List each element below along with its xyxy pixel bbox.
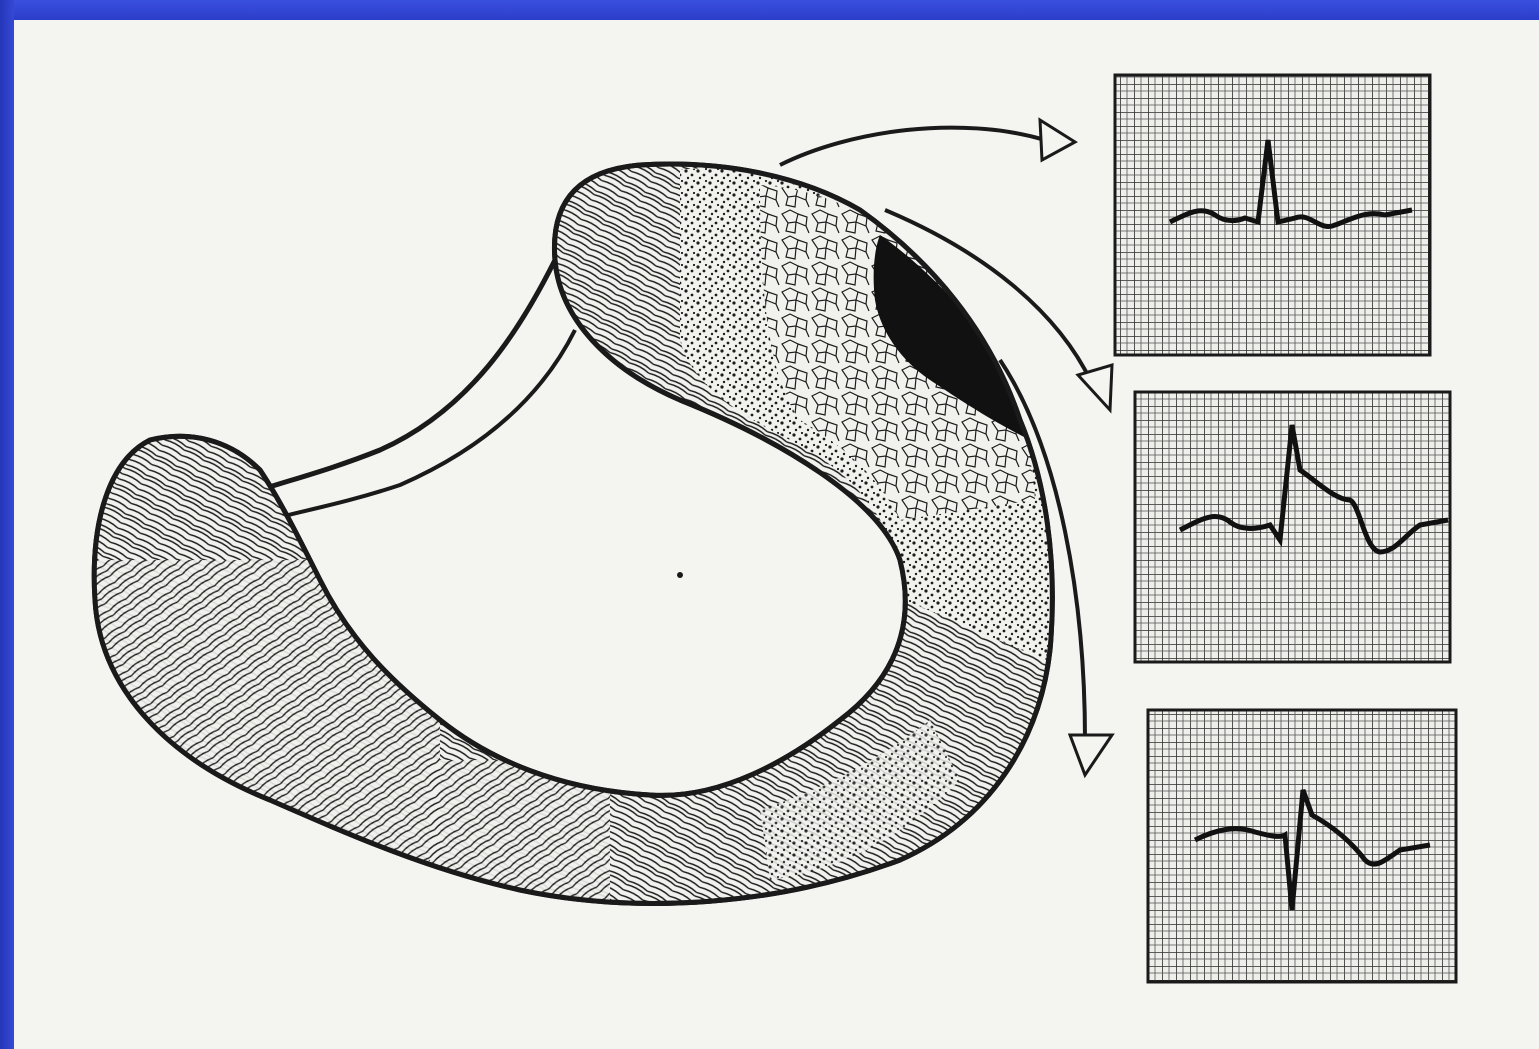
ventricle-wall	[90, 164, 1056, 920]
arrow-to-ecg-1	[780, 128, 1045, 165]
ecg-panel-ischemia	[1115, 75, 1430, 355]
vessel-tube	[260, 260, 575, 520]
injury-zone	[760, 185, 1035, 520]
ecg-panel-necrosis	[1148, 710, 1456, 982]
ecg-panel-injury	[1135, 392, 1450, 662]
